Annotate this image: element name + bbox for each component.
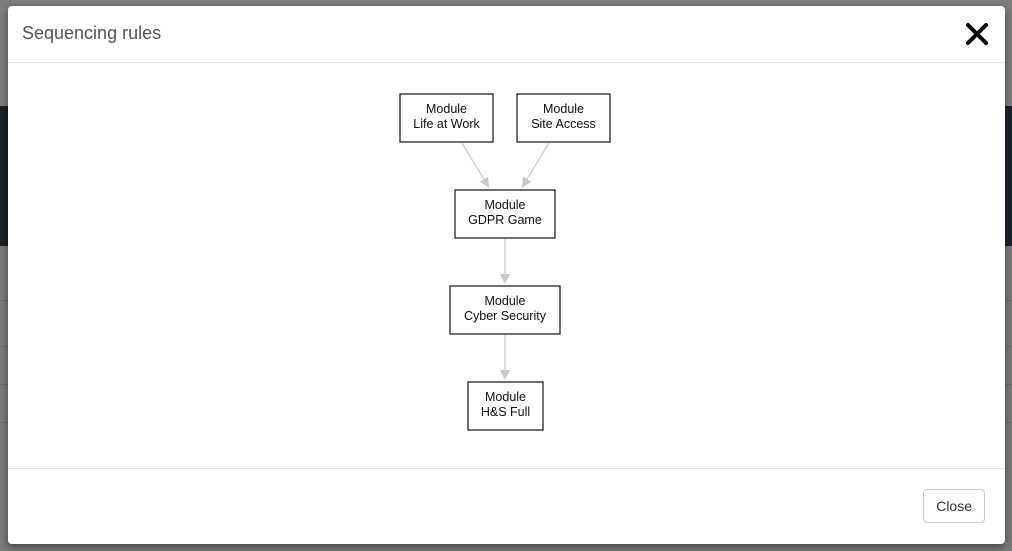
node-label: H&S Full [481,405,530,419]
node-label: Module [485,390,526,404]
node-label: Module [543,102,584,116]
modal-body: Module Life at Work Module Site Access M… [8,63,1005,468]
node-label: Life at Work [413,117,480,131]
modal-title: Sequencing rules [22,23,162,43]
node-life-at-work: Module Life at Work [399,93,494,143]
node-hs-full: Module H&S Full [467,381,544,431]
node-label: Module [485,294,526,308]
edge-site-to-gdpr [521,142,550,188]
sequencing-rules-modal: Sequencing rules Module Life at Work [8,6,1005,544]
edge-life-to-gdpr [461,142,490,188]
node-label: GDPR Game [468,213,542,227]
node-cyber-security: Module Cyber Security [449,285,561,335]
node-gdpr-game: Module GDPR Game [454,189,556,239]
sequence-graph: Module Life at Work Module Site Access M… [399,93,611,431]
close-icon[interactable] [963,20,991,48]
modal-header: Sequencing rules [8,6,1005,63]
node-label: Module [485,198,526,212]
node-label: Cyber Security [464,309,547,323]
close-button[interactable]: Close [923,489,985,523]
modal-footer: Close [8,468,1005,544]
node-label: Site Access [531,117,596,131]
node-label: Module [426,102,467,116]
node-site-access: Module Site Access [516,93,611,143]
